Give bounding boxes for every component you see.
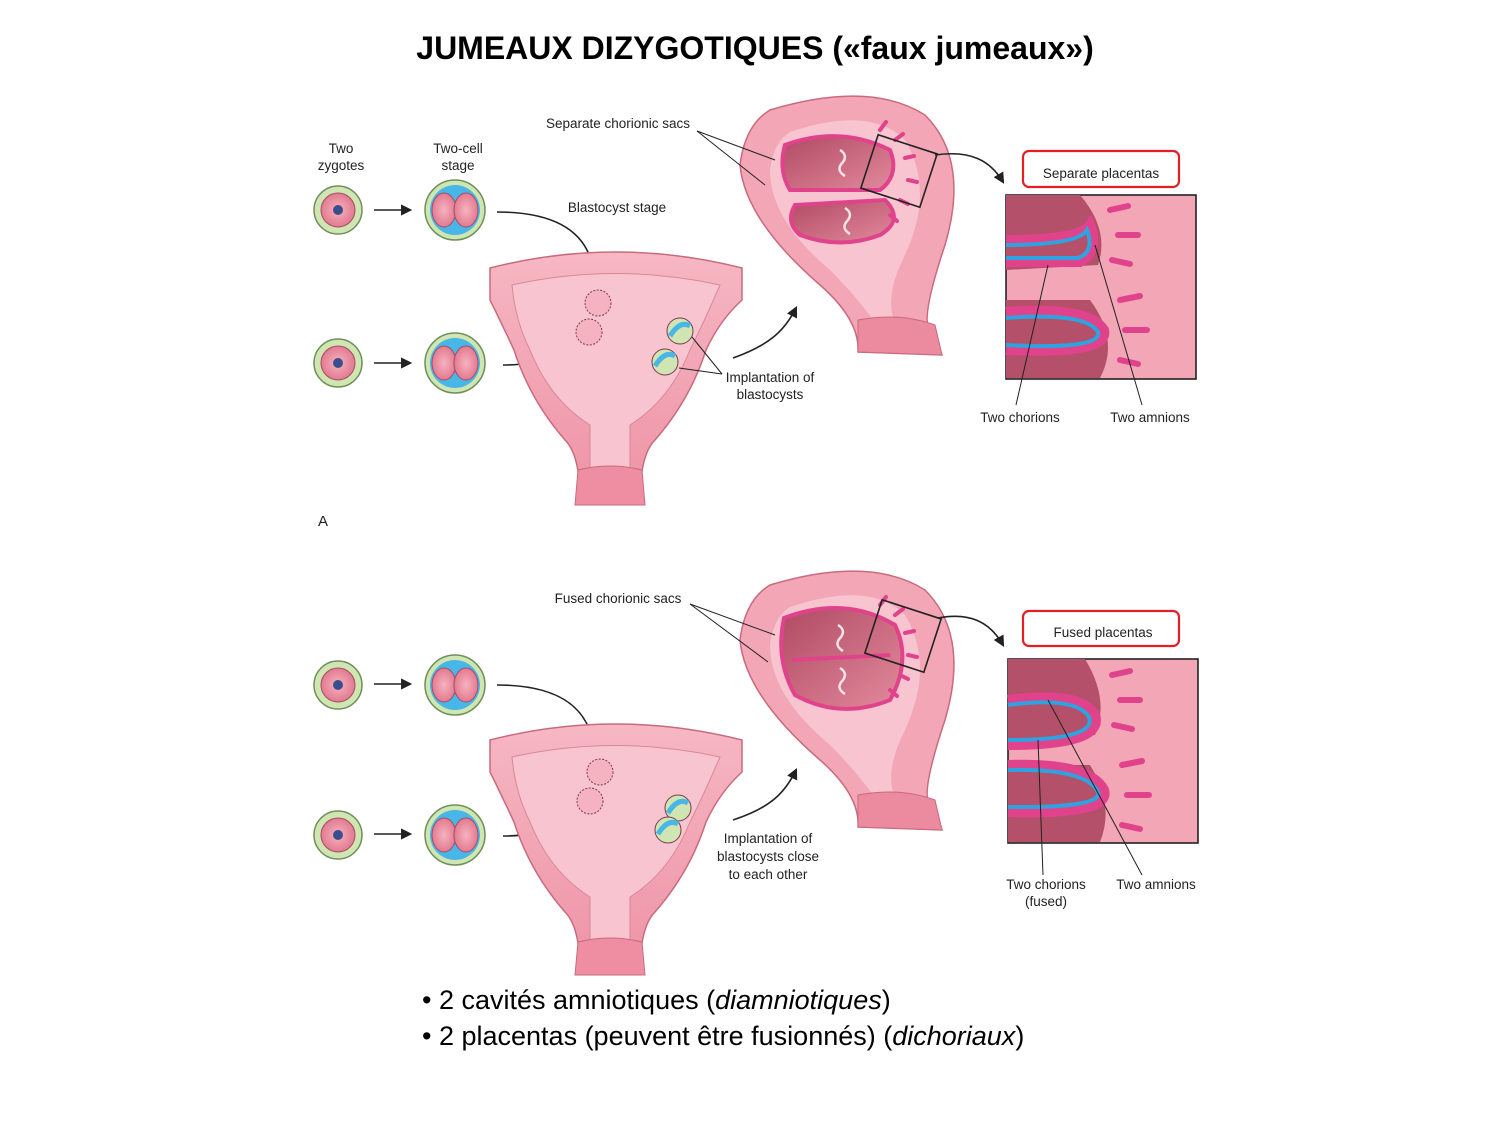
leader-line	[678, 336, 723, 375]
implanted-blastocyst	[651, 348, 679, 376]
placentas-highlight	[1021, 609, 1181, 648]
leader-line	[1015, 264, 1049, 406]
chorions-label: Two chorions(fused)	[1006, 877, 1086, 909]
two-cell-embryo	[424, 332, 486, 394]
placentas-label: Fused placentas	[1053, 625, 1152, 640]
bullet-item: • 2 cavités amniotiques (diamniotiques)	[422, 985, 891, 1015]
blastocyst	[586, 758, 614, 786]
amnions-label: Two amnions	[1110, 410, 1190, 425]
leader-line	[689, 603, 776, 636]
summary-bullets: • 2 cavités amniotiques (diamniotiques) …	[422, 982, 1024, 1054]
bullet-item: • 2 placentas (peuvent être fusionnés) (…	[422, 1021, 1025, 1051]
blastocyst	[575, 318, 603, 346]
amnions-label: Two amnions	[1116, 877, 1196, 892]
leader-line	[689, 603, 769, 663]
zygote	[313, 810, 363, 860]
arrow	[934, 152, 1005, 184]
leader-line	[696, 130, 766, 186]
chorionic-sacs-label: Separate chorionic sacs	[546, 116, 690, 131]
leader-line	[1037, 739, 1044, 876]
slide-title: JUMEAUX DIZYGOTIQUES («faux jumeaux»)	[416, 30, 1094, 66]
zygote	[313, 185, 363, 235]
implanted-blastocyst	[664, 794, 692, 822]
magnify-box	[863, 598, 943, 674]
leader-line	[1047, 699, 1143, 876]
gravid-uterus	[739, 95, 955, 356]
magnify-box	[859, 133, 939, 209]
zygote	[313, 338, 363, 388]
blastocyst	[576, 787, 604, 815]
arrow	[937, 615, 1005, 647]
uterus	[489, 723, 743, 976]
gravid-uterus	[739, 570, 955, 831]
two-cell-embryo	[424, 654, 486, 716]
placentas-highlight	[1021, 149, 1181, 189]
chorionic-sacs-label: Fused chorionic sacs	[555, 591, 682, 606]
implanted-blastocyst	[666, 317, 694, 345]
leader-line	[1094, 244, 1143, 406]
chorions-label: Two chorions	[980, 410, 1060, 425]
blastocyst	[584, 289, 612, 317]
arrow	[732, 305, 798, 359]
two-cell-embryo	[424, 179, 486, 241]
blastocyst-stage-label: Blastocyst stage	[568, 200, 666, 215]
placenta-detail	[1007, 658, 1199, 844]
zygote	[313, 660, 363, 710]
placentas-label: Separate placentas	[1043, 166, 1160, 181]
panel-letter: A	[318, 513, 328, 530]
uterus	[489, 251, 743, 506]
implanted-blastocyst	[654, 816, 682, 844]
arrow	[732, 767, 798, 821]
leader-line	[696, 130, 776, 161]
placenta-detail	[1005, 194, 1197, 380]
two-cell-embryo	[424, 804, 486, 866]
